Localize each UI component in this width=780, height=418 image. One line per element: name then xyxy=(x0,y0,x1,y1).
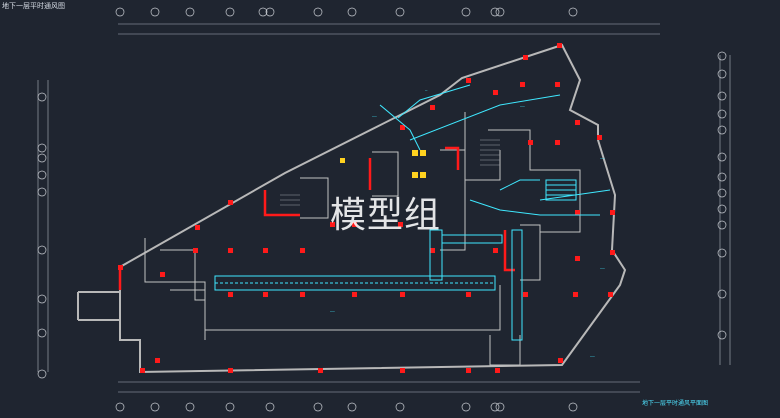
svg-text:—: — xyxy=(425,88,428,93)
drawing-title: 地下一层平时通风平面图 xyxy=(642,400,709,407)
grid-bubbles-bottom xyxy=(115,402,578,412)
svg-text:——: —— xyxy=(372,114,377,119)
ventilation-ducts xyxy=(214,84,611,341)
svg-text:——: —— xyxy=(520,104,525,109)
watermark-logo: 模型组 xyxy=(330,195,442,236)
drawing-tab-title[interactable]: 地下一层平时通风图 xyxy=(2,2,65,10)
annotation-labels: — —— —— —— —— —— —— xyxy=(330,88,605,359)
fan-equipment xyxy=(340,150,426,178)
stair-hatch xyxy=(280,139,500,206)
structural-columns xyxy=(118,43,615,373)
top-dimension-lines xyxy=(37,23,731,393)
svg-text:——: —— xyxy=(590,354,595,359)
grid-bubbles-left xyxy=(37,92,47,379)
interior-walls xyxy=(144,112,581,366)
svg-text:——: —— xyxy=(330,309,335,314)
svg-text:——: —— xyxy=(600,156,605,161)
grid-bubbles-right xyxy=(717,51,727,340)
svg-text:——: —— xyxy=(600,266,605,271)
fire-walls xyxy=(118,146,515,290)
grid-bubbles-top xyxy=(115,7,578,17)
